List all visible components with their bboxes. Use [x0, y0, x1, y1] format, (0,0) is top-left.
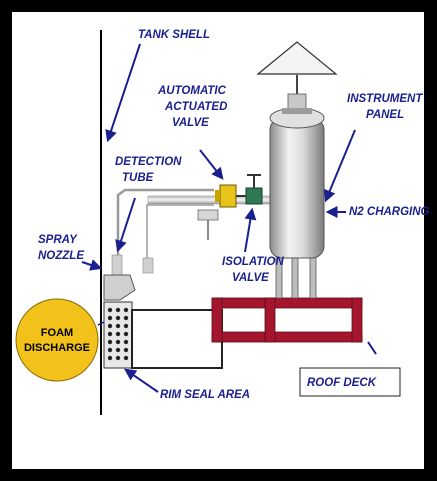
instrument-label-2: PANEL — [366, 109, 404, 121]
detection-label-2: TUBE — [122, 172, 154, 184]
detection-label-1: DETECTION — [115, 156, 182, 168]
detection-arrow — [115, 197, 136, 253]
automatic-valve-flange — [215, 190, 220, 202]
discharge-holes — [107, 307, 129, 361]
spray-label-1: SPRAY — [38, 234, 78, 246]
n2-tank — [269, 117, 325, 259]
detection-tube — [116, 188, 214, 262]
detection-tube-return — [146, 204, 214, 262]
automatic-label-3: VALVE — [172, 117, 209, 129]
isolation-label-1: ISOLATION — [222, 256, 284, 268]
tank-flange — [282, 108, 312, 114]
roof-deck-label: ROOF DECK — [307, 377, 377, 389]
spray-label-2: NOZZLE — [38, 250, 84, 262]
n2-charging-label: N2 CHARGING — [349, 206, 430, 218]
automatic-arrow — [199, 149, 224, 180]
spray-arrow — [81, 259, 103, 271]
spray-nozzle — [103, 274, 136, 301]
automatic-label-2: ACTUATED — [164, 101, 227, 113]
tank-shell-arrow — [105, 43, 141, 143]
pipe-bracket — [197, 209, 219, 221]
instrument-label-1: INSTRUMENT — [347, 93, 423, 105]
automatic-valve-body — [219, 184, 237, 208]
support-skid — [211, 297, 363, 343]
roof-pontoon — [131, 309, 223, 369]
isolation-valve-body — [245, 187, 263, 205]
isolation-arrow — [244, 207, 257, 253]
automatic-label-1: AUTOMATIC — [157, 85, 227, 97]
instrument-arrow — [324, 129, 356, 203]
detection-fitting — [142, 257, 154, 274]
foam-label-2: DISCHARGE — [24, 342, 90, 354]
rim-seal-label: RIM SEAL AREA — [160, 389, 250, 401]
roof-deck-box — [299, 367, 401, 397]
isolation-label-2: VALVE — [232, 272, 269, 284]
foam-discharge-badge — [15, 298, 99, 382]
tank-shell-label: TANK SHELL — [138, 29, 210, 41]
roof-deck-arrow — [367, 341, 377, 355]
foam-label-1: FOAM — [41, 327, 73, 339]
roof-cap — [256, 41, 338, 75]
rim-seal-arrow — [124, 368, 159, 393]
foam-pointer — [97, 321, 105, 326]
